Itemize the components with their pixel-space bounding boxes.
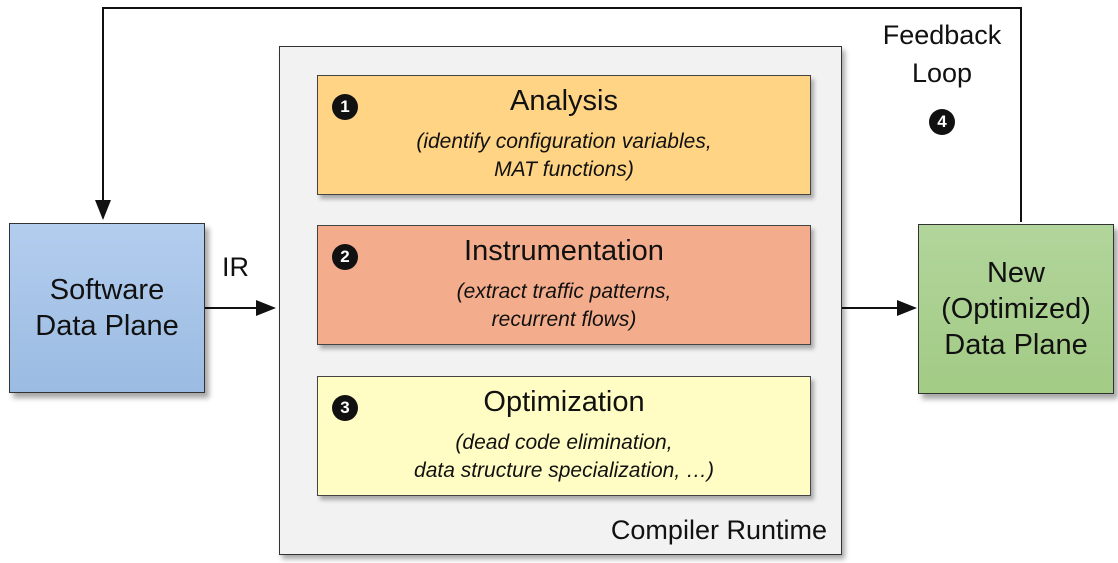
feedback-loop-edge [95, 7, 1022, 222]
software-data-plane-line1: Software [49, 274, 165, 306]
feedback-loop-label-line1: Feedback [882, 20, 1002, 50]
feedback-loop-label-line2: Loop [911, 58, 973, 88]
stage-analysis: 1 Analysis (identify configuration varia… [317, 75, 811, 195]
stage-3-badge: 3 [332, 395, 358, 421]
ir-label: IR [222, 252, 249, 282]
software-data-plane-box: Software Data Plane [9, 223, 205, 393]
optimized-data-plane-line1: New [986, 257, 1045, 289]
stage-1-desc-line2: MAT functions) [494, 158, 634, 181]
stage-1-desc-line1: (identify configuration variables, [416, 130, 712, 153]
stage-3-desc-line1: (dead code elimination, [455, 431, 673, 454]
optimized-data-plane-line2: (Optimized) [941, 293, 1091, 325]
optimized-data-plane-box: New (Optimized) Data Plane [918, 224, 1114, 394]
stage-2-desc-line2: recurrent flows) [491, 308, 637, 331]
compiler-runtime-label: Compiler Runtime [610, 515, 827, 545]
stage-1-badge: 1 [332, 94, 358, 120]
stage-3-title: Optimization [483, 386, 645, 418]
stage-2-desc-line1: (extract traffic patterns, [456, 280, 672, 303]
stage-instrumentation: 2 Instrumentation (extract traffic patte… [317, 225, 811, 345]
optimized-data-plane-line3: Data Plane [944, 329, 1088, 361]
stage-optimization: 3 Optimization (dead code elimination, d… [317, 376, 811, 496]
stage-3-desc-line2: data structure specialization, …) [414, 459, 714, 482]
stage-2-title: Instrumentation [464, 235, 664, 267]
stage-2-badge: 2 [332, 244, 358, 270]
stage-1-title: Analysis [510, 85, 618, 117]
software-data-plane-line2: Data Plane [35, 310, 179, 342]
feedback-loop-badge: 4 [929, 109, 955, 135]
